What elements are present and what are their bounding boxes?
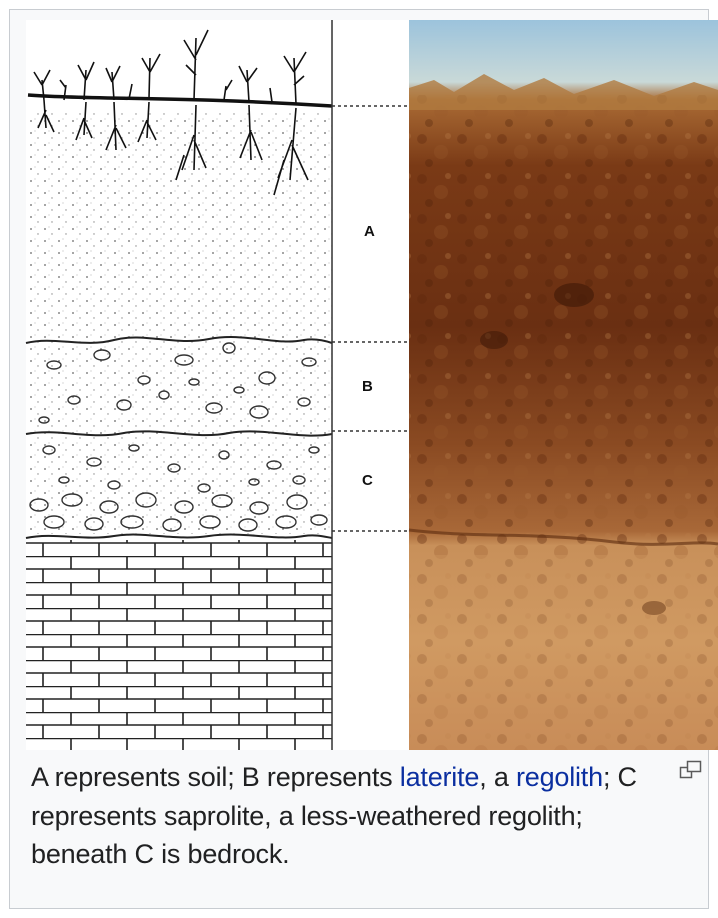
bedrock-bricks xyxy=(26,540,332,750)
magnify-clip-icon[interactable] xyxy=(679,760,703,780)
soil-profile-diagram: A B C xyxy=(14,10,718,750)
horizon-label-a: A xyxy=(364,223,375,240)
horizon-c-texture xyxy=(26,434,332,534)
caption-text-2: , a xyxy=(479,762,516,792)
horizon-label-b: B xyxy=(362,378,373,395)
laterite-link[interactable]: laterite xyxy=(400,762,479,792)
soil-profile-figure[interactable]: A B C xyxy=(14,10,718,750)
caption-text-1: A represents soil; B represents xyxy=(31,762,400,792)
figure-caption: A represents soil; B represents laterite… xyxy=(31,758,641,874)
soil-photograph xyxy=(409,20,718,750)
horizon-a-texture xyxy=(26,110,332,342)
horizon-label-c: C xyxy=(362,472,373,489)
regolith-link[interactable]: regolith xyxy=(516,762,603,792)
